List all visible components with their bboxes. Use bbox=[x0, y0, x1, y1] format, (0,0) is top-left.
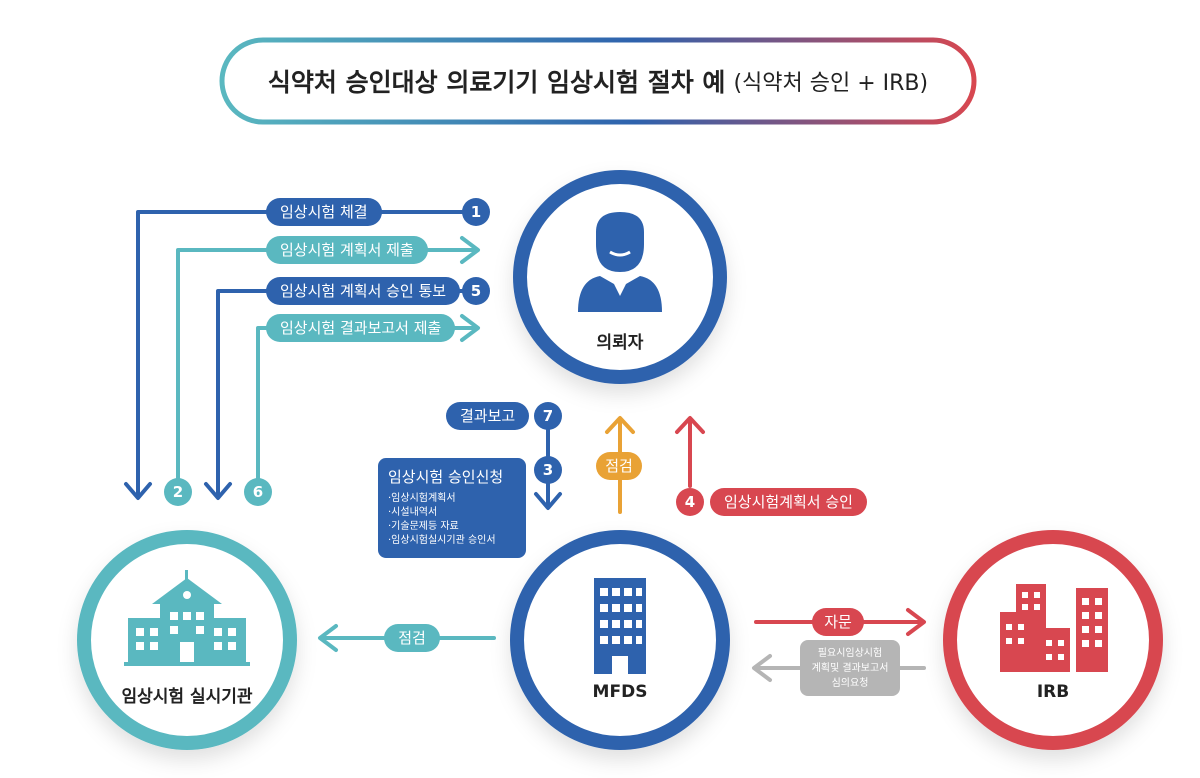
application-doc: ·기술문제등 자료 bbox=[388, 521, 459, 532]
step-6-label: 임상시험 결과보고서 제출 bbox=[266, 314, 456, 342]
application-doc: ·임상시험계획서 bbox=[388, 493, 456, 504]
arrowhead-step-4 bbox=[675, 416, 705, 434]
step-2-number: 2 bbox=[164, 478, 192, 506]
step-1-label: 임상시험 체결 bbox=[266, 198, 382, 226]
person-icon bbox=[578, 212, 662, 312]
institution-label: 임상시험 실시기관 bbox=[121, 687, 253, 707]
arrowhead-step-5 bbox=[204, 482, 232, 500]
step-4-number: 4 bbox=[676, 488, 704, 516]
step-5-number: 5 bbox=[462, 277, 490, 305]
arrowhead-inspection-up bbox=[605, 416, 635, 434]
title-main: 식약처 승인대상 의료기기 임상시험 절차 예 bbox=[267, 68, 726, 97]
inspection-up-label: 점검 bbox=[596, 452, 642, 480]
step-1-number: 1 bbox=[462, 198, 490, 226]
arrowhead-step-2 bbox=[460, 236, 480, 264]
consult-label: 자문 bbox=[812, 608, 864, 636]
city-buildings-icon bbox=[1000, 584, 1108, 672]
step-7-label: 결과보고 bbox=[446, 402, 530, 430]
application-doc: ·시설내역서 bbox=[388, 507, 438, 518]
step-3-label: 임상시험 승인신청 bbox=[388, 468, 504, 486]
inspection-left-label: 점검 bbox=[384, 624, 440, 652]
step-3-number: 3 bbox=[534, 456, 562, 484]
step-5-label: 임상시험 계획서 승인 통보 bbox=[266, 277, 461, 305]
step-7-number: 7 bbox=[534, 402, 562, 430]
arrowhead-step-3 bbox=[534, 492, 562, 510]
mfds-label: MFDS bbox=[592, 682, 648, 702]
arrowhead-step-6 bbox=[460, 314, 480, 342]
step-4-label: 임상시험계획서 승인 bbox=[710, 488, 867, 516]
application-box: 임상시험 승인신청 ·임상시험계획서 ·시설내역서 ·기술문제등 자료 ·임상시… bbox=[378, 458, 526, 558]
sponsor-label: 의뢰자 bbox=[596, 333, 644, 353]
step-2-label: 임상시험 계획서 제출 bbox=[266, 236, 428, 264]
irb-review-box: 필요시임상시험 계획및 결과보고서 심의요청 bbox=[800, 640, 900, 696]
application-doc: ·임상시험실시기관 승인서 bbox=[388, 535, 496, 546]
office-building-icon bbox=[594, 578, 646, 674]
arrowhead-step-1 bbox=[124, 482, 152, 500]
sponsor-node bbox=[513, 170, 727, 384]
irb-label: IRB bbox=[1036, 682, 1070, 702]
arrowhead-irb-review bbox=[752, 654, 772, 682]
arrowhead-inspection-left bbox=[318, 624, 338, 652]
step-6-number: 6 bbox=[244, 478, 272, 506]
irb-review-line: 심의요청 bbox=[831, 677, 869, 689]
diagram-title: 식약처 승인대상 의료기기 임상시험 절차 예 (식약처 승인 + IRB) bbox=[220, 38, 976, 124]
irb-review-line: 계획및 결과보고서 bbox=[811, 662, 889, 674]
irb-review-line: 필요시임상시험 bbox=[817, 647, 883, 659]
arrowhead-consult bbox=[906, 608, 926, 636]
title-frame bbox=[219, 37, 977, 125]
title-sub: (식약처 승인 + IRB) bbox=[733, 71, 929, 96]
